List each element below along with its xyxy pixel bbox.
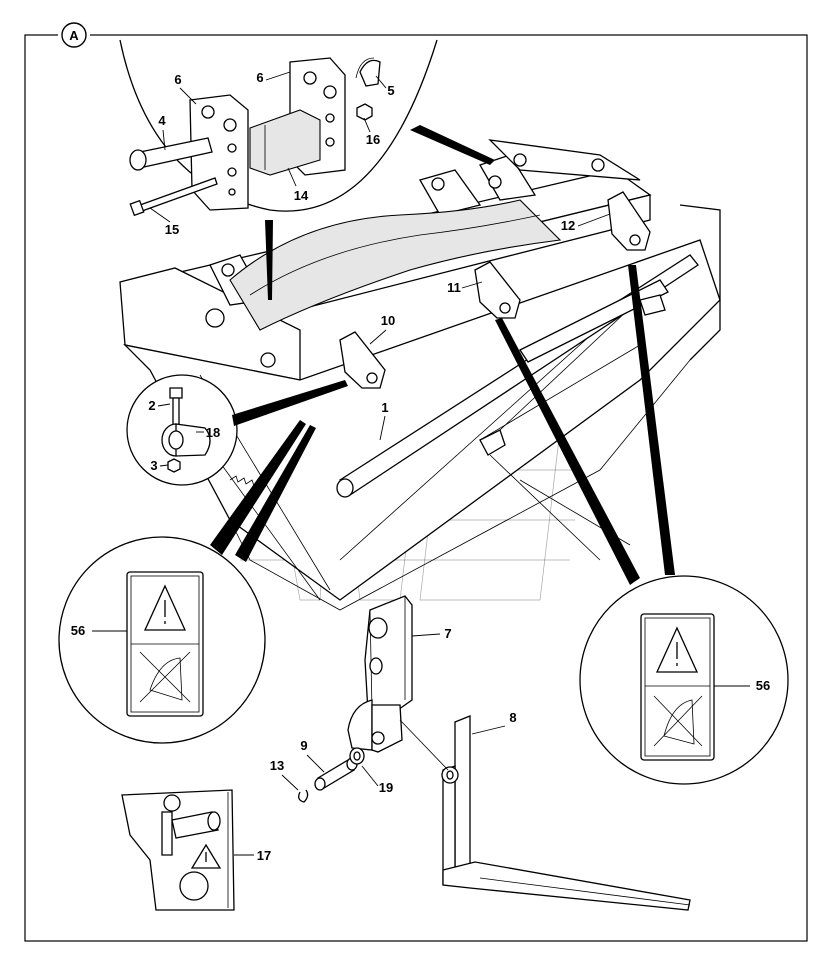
callout-11: 11 xyxy=(447,280,461,295)
warning-triangle-icon xyxy=(190,843,222,869)
diagram-frame xyxy=(24,34,808,942)
inset-top-bracket xyxy=(116,39,495,300)
fork-bracket xyxy=(347,595,413,753)
callout-15: 15 xyxy=(165,222,179,237)
callout-17: 17 xyxy=(257,848,271,863)
decal-inset-right xyxy=(495,265,789,785)
warning-triangle-icon xyxy=(143,584,187,631)
callout-6b: 6 xyxy=(256,70,263,85)
view-marker-label: A xyxy=(69,28,79,43)
pin-set xyxy=(298,747,365,803)
callout-1: 1 xyxy=(381,400,388,415)
callout-56-right: 56 xyxy=(756,678,770,693)
warning-triangle-icon xyxy=(655,626,699,673)
callout-12: 12 xyxy=(561,218,575,233)
callout-7: 7 xyxy=(444,626,451,641)
warning-decal-right xyxy=(640,613,715,761)
callout-2: 2 xyxy=(148,398,155,413)
loader-frame-assembly xyxy=(119,139,721,611)
callout-16: 16 xyxy=(366,132,380,147)
callout-13: 13 xyxy=(270,758,284,773)
callout-10: 10 xyxy=(381,313,395,328)
ring-icon xyxy=(179,871,209,901)
callout-19: 19 xyxy=(379,780,393,795)
decal-pin-warning xyxy=(121,789,235,911)
decal-inset-left xyxy=(58,420,316,744)
callout-4: 4 xyxy=(158,113,166,128)
callout-18: 18 xyxy=(206,425,220,440)
callout-5: 5 xyxy=(387,83,394,98)
callout-3: 3 xyxy=(150,458,157,473)
callout-56-left: 56 xyxy=(71,623,85,638)
fork-tine xyxy=(399,715,691,911)
callout-9: 9 xyxy=(300,738,307,753)
view-marker: A xyxy=(58,22,90,48)
callout-8: 8 xyxy=(509,710,516,725)
callout-14: 14 xyxy=(294,188,309,203)
callout-6a: 6 xyxy=(174,72,181,87)
